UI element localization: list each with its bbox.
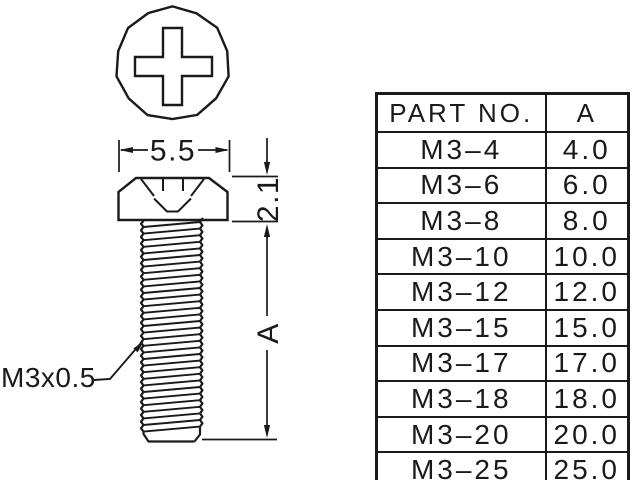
part-no-cell: M3–25 (375, 451, 547, 480)
head-width-dim-label: 5.5 (150, 135, 196, 168)
arrowhead-up (263, 224, 271, 237)
a-value-cell: 17.0 (544, 344, 630, 383)
screw-head-profile (117, 176, 229, 222)
shaft-right-edge (193, 217, 204, 443)
arrowhead-down (263, 425, 271, 438)
thread-spec-callout: M3x0.5 (1, 341, 144, 393)
a-value-cell: 18.0 (544, 380, 630, 418)
a-value-cell: 6.0 (544, 166, 630, 205)
table-row: M3–15 15.0 (375, 308, 630, 347)
screw-head-circle-outline (115, 5, 230, 121)
dimension-shaft-length: A (202, 237, 285, 441)
column-header-part-no: PART NO. (375, 92, 547, 133)
leader-line (93, 342, 142, 381)
table-row: M3–10 10.0 (375, 237, 630, 276)
a-value-cell: 10.0 (544, 237, 630, 276)
head-height-dim-label: 2.1 (252, 176, 285, 222)
part-no-cell: M3–6 (375, 166, 547, 205)
a-value-cell: 15.0 (544, 308, 630, 347)
a-value-cell: 20.0 (544, 415, 630, 454)
table-row: M3–25 25.0 (375, 451, 630, 480)
screw-side-view (117, 176, 229, 443)
extension-lines (118, 140, 231, 172)
part-no-cell: M3–10 (375, 237, 547, 276)
table-row: M3–4 4.0 (375, 131, 630, 169)
part-no-cell: M3–15 (375, 308, 547, 347)
parts-table: PART NO. A M3–4 4.0 M3–6 6.0 M3–8 8.0 M3… (375, 92, 630, 480)
phillips-recess-profile-lines (140, 178, 205, 213)
leader-arrowhead (133, 341, 144, 353)
a-value-cell: 8.0 (544, 202, 630, 240)
part-no-cell: M3–17 (375, 344, 547, 383)
table-row: M3–6 6.0 (375, 166, 630, 205)
part-no-cell: M3–20 (375, 415, 547, 454)
a-value-cell: 4.0 (544, 131, 630, 169)
part-no-cell: M3–8 (375, 202, 547, 240)
arrowhead-down (263, 162, 271, 175)
a-value-cell: 12.0 (544, 273, 630, 311)
table-row: M3–8 8.0 (375, 202, 630, 240)
thread-spec-label: M3x0.5 (1, 362, 96, 393)
arrowhead-right (215, 147, 229, 153)
dimension-head-height: 2.1 (232, 138, 285, 237)
phillips-cross-recess (133, 26, 214, 107)
arrowhead-left (119, 147, 133, 153)
part-no-cell: M3–18 (375, 380, 547, 418)
thread-lines (143, 221, 201, 433)
table-row: M3–17 17.0 (375, 344, 630, 383)
extension-lines (232, 138, 278, 223)
part-no-cell: M3–12 (375, 273, 547, 311)
column-header-a: A (544, 92, 630, 133)
table-row: M3–20 20.0 (375, 415, 630, 454)
a-value-cell: 25.0 (544, 451, 630, 480)
table-row: M3–18 18.0 (375, 380, 630, 418)
table-row: M3–12 12.0 (375, 273, 630, 311)
dimension-head-width: 5.5 (118, 135, 231, 172)
shaft-left-edge (139, 220, 195, 443)
screw-top-view (115, 5, 230, 121)
shaft-length-dim-label: A (252, 322, 285, 344)
part-no-cell: M3–4 (375, 131, 547, 169)
table-header-row: PART NO. A (375, 92, 630, 133)
dimension-lines (202, 237, 277, 441)
